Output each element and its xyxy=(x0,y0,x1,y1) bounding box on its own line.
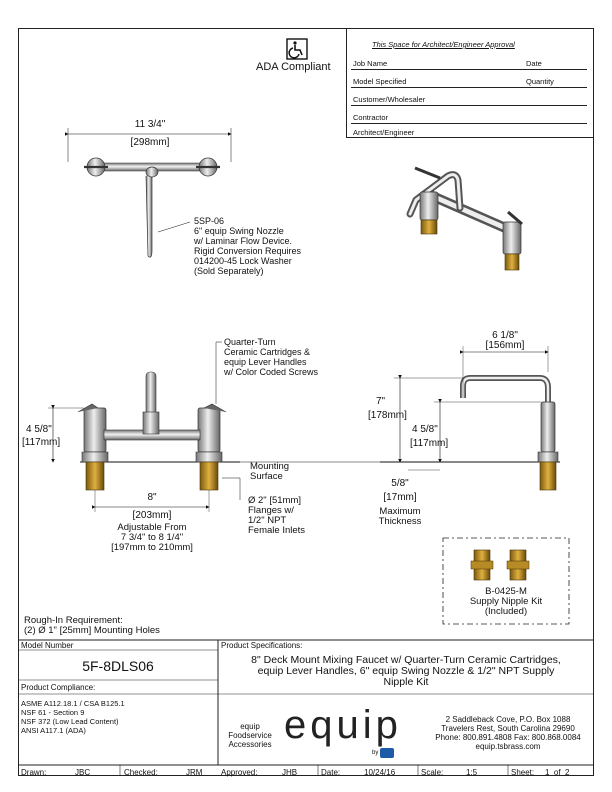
front-view xyxy=(48,341,380,512)
thickness-in: 5/8" xyxy=(391,478,409,489)
front-height-in: 4 5/8" xyxy=(26,424,52,435)
checked-value: JRM xyxy=(186,768,203,777)
drawn-value: JBC xyxy=(75,768,91,777)
approved-label: Approved: xyxy=(221,768,258,777)
brand-tagline: equip Foodservice Accessories xyxy=(228,722,272,749)
drawn-label: Drawn: xyxy=(21,768,47,777)
side-spout-in: 4 5/8" xyxy=(412,424,438,435)
side-reach-mm: [156mm] xyxy=(485,340,525,351)
quantity-label: Quantity xyxy=(526,77,554,86)
flange-note: Ø 2" [51mm] Flanges w/ 1/2" NPT Female I… xyxy=(248,495,306,536)
model-specified-label: Model Specified xyxy=(353,77,407,86)
equip-logo: equip xyxy=(284,703,402,747)
date-label: Date xyxy=(526,59,542,68)
front-width-in: 8" xyxy=(147,492,157,503)
side-height-in: 7" xyxy=(376,396,386,407)
side-height-mm: [178mm] xyxy=(368,410,407,421)
compliance-list: ASME A112.18.1 / CSA B125.1 NSF 61 - Sec… xyxy=(21,699,125,735)
thickness-label: Maximum Thickness xyxy=(378,506,422,527)
scale-label: Scale: xyxy=(421,768,444,777)
approval-row-job: Job Name Date xyxy=(351,52,587,70)
mounting-surface-label: Mounting Surface xyxy=(250,461,290,482)
top-view xyxy=(65,128,232,258)
architect-label: Architect/Engineer xyxy=(353,128,415,137)
side-view xyxy=(380,346,560,491)
side-spout-mm: [117mm] xyxy=(410,438,449,449)
wheelchair-icon xyxy=(286,38,308,60)
front-width-mm: [203mm] xyxy=(132,510,172,521)
checked-label: Checked: xyxy=(124,768,158,777)
top-width-mm: [298mm] xyxy=(130,137,170,148)
thickness-mm: [17mm] xyxy=(383,492,417,503)
date-value: 10/24/16 xyxy=(364,768,396,777)
approval-row-architect: Architect/Engineer xyxy=(351,121,587,138)
cartridge-note: Quarter-Turn Ceramic Cartridges & equip … xyxy=(224,337,319,377)
side-reach-in: 6 1/8" xyxy=(492,330,518,341)
contractor-label: Contractor xyxy=(353,113,389,122)
spec-label: Product Specifications: xyxy=(221,641,303,650)
ts-brass-logo-icon xyxy=(380,748,394,758)
kit-label: B-0425-M Supply Nipple Kit (Included) xyxy=(469,586,543,617)
top-width-in: 11 3/4" xyxy=(134,119,166,130)
supply-nipple-kit-drawing xyxy=(442,537,570,625)
ada-label: ADA Compliant xyxy=(256,61,331,73)
company-address: 2 Saddleback Cove, P.O. Box 1088 Travele… xyxy=(435,715,581,751)
job-name-label: Job Name xyxy=(353,59,388,68)
sheet-label: Sheet: xyxy=(511,768,535,777)
adjustable-note: Adjustable From 7 3/4" to 8 1/4" [197mm … xyxy=(111,522,193,553)
compliance-label: Product Compliance: xyxy=(21,683,96,692)
date-label-footer: Date: xyxy=(321,768,341,777)
spec-text: 8" Deck Mount Mixing Faucet w/ Quarter-T… xyxy=(251,654,561,688)
nozzle-note: 5SP-06 6" equip Swing Nozzle w/ Laminar … xyxy=(194,216,302,276)
rough-in-note: Rough-In Requirement: (2) Ø 1" [25mm] Mo… xyxy=(24,615,160,636)
approval-row-customer: Customer/Wholesaler xyxy=(351,88,587,106)
model-number-value: 5F-8DLS06 xyxy=(82,658,154,674)
logo-by: by xyxy=(372,750,379,756)
isometric-view xyxy=(406,166,523,271)
approval-box xyxy=(346,28,594,138)
sheet-value: 1 of 2 xyxy=(545,768,570,777)
scale-value: 1:5 xyxy=(466,768,478,777)
approved-value: JHB xyxy=(282,768,298,777)
approval-row-contractor: Contractor xyxy=(351,106,587,124)
customer-label: Customer/Wholesaler xyxy=(353,95,426,104)
drawing-frame xyxy=(18,28,594,776)
approval-title: This Space for Architect/Engineer Approv… xyxy=(372,40,515,49)
approval-row-model: Model Specified Quantity xyxy=(351,70,587,88)
model-number-label: Model Number xyxy=(21,641,74,650)
front-height-mm: [117mm] xyxy=(22,437,61,448)
